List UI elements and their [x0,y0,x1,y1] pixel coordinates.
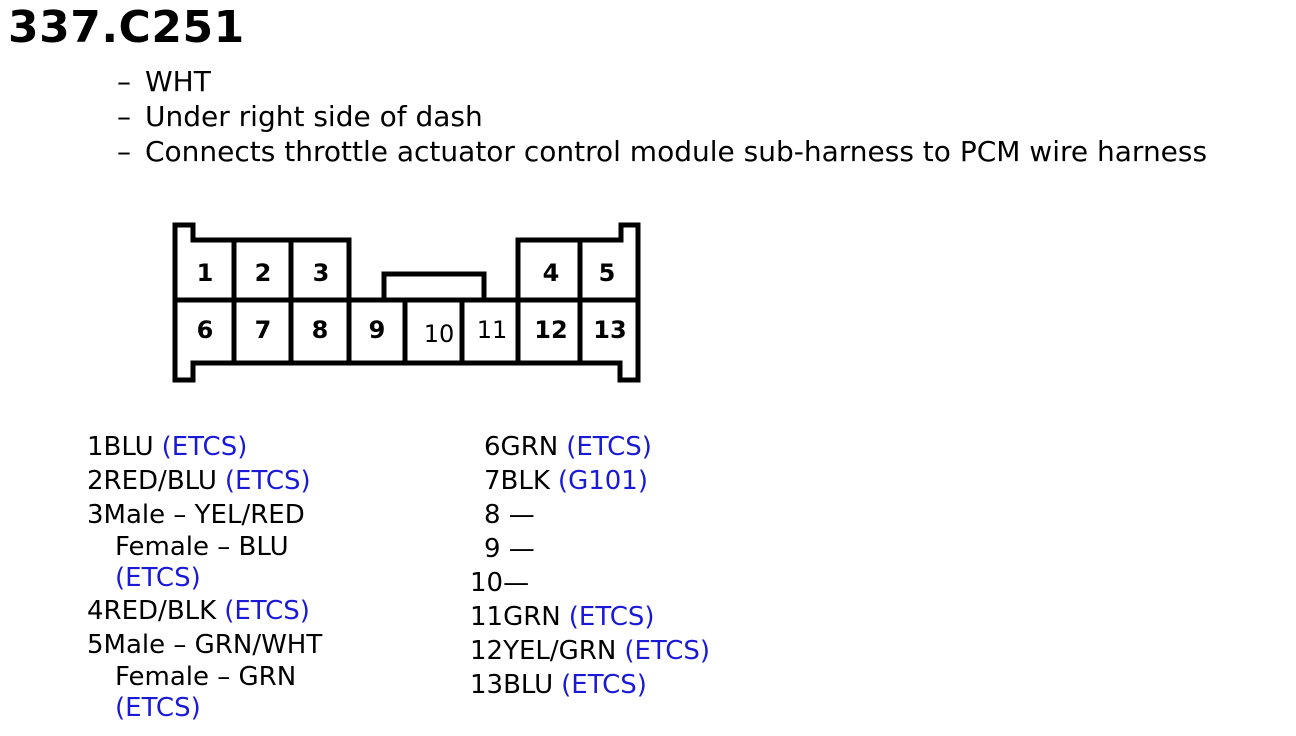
pin-label: 8 [312,316,329,344]
pin-label: 2 [255,259,272,287]
pinout-entry: 8 — [484,500,535,530]
note-color: –WHT [117,65,211,98]
pinout-entry-female: Female – GRN [115,662,297,692]
pin-label: 4 [543,259,560,287]
pin-label: 10 [424,320,455,348]
pin-label: 3 [313,259,330,287]
connector-housing-outline [172,222,641,383]
pinout-entry: 10— [470,568,530,598]
pinout-entry: 6GRN(ETCS) [484,432,652,462]
pinout-entry: 13BLU(ETCS) [470,670,647,700]
connector-title: 337.C251 [8,2,245,53]
pinout-entry: 1BLU(ETCS) [87,432,248,462]
note-description: –Connects throttle actuator control modu… [117,135,1208,168]
pinout-entry: 11GRN(ETCS) [470,602,655,632]
pinout-entry: 2RED/BLU(ETCS) [87,466,311,496]
pinout-entry: 12YEL/GRN(ETCS) [470,636,711,666]
pinout-entry: 9 — [484,534,535,564]
pinout-entry: 3Male – YEL/RED [87,500,305,530]
pin-label: 12 [534,316,567,344]
connector-notes: –WHT –Under right side of dash –Connects… [117,64,1207,169]
connector-latch [381,271,487,300]
pin-label: 13 [593,316,626,344]
pinout-entry-ref: (ETCS) [115,563,201,593]
pinout-list-right: 6GRN(ETCS) 7BLK(G101) 8 — 9 — 10— 11GRN(… [470,430,710,702]
note-location: –Under right side of dash [117,100,483,133]
pin-label: 1 [197,259,214,287]
pinout-entry-female: Female – BLU [115,532,289,562]
pinout-entry: 7BLK(G101) [484,466,648,496]
pinout-list-left: 1BLU(ETCS) 2RED/BLU(ETCS) 3Male – YEL/RE… [87,430,322,724]
pin-label: 7 [255,316,272,344]
pin-label: 11 [477,316,508,344]
pin-label: 6 [197,316,214,344]
pinout-entry: 5Male – GRN/WHT [87,630,323,660]
connector-face-diagram: 1 2 3 4 5 6 7 8 9 10 11 12 13 [172,222,641,383]
pinout-entry: 4RED/BLK(ETCS) [87,596,310,626]
pin-label: 9 [369,316,386,344]
pinout-entry-ref: (ETCS) [115,693,201,723]
pin-label: 5 [599,259,616,287]
